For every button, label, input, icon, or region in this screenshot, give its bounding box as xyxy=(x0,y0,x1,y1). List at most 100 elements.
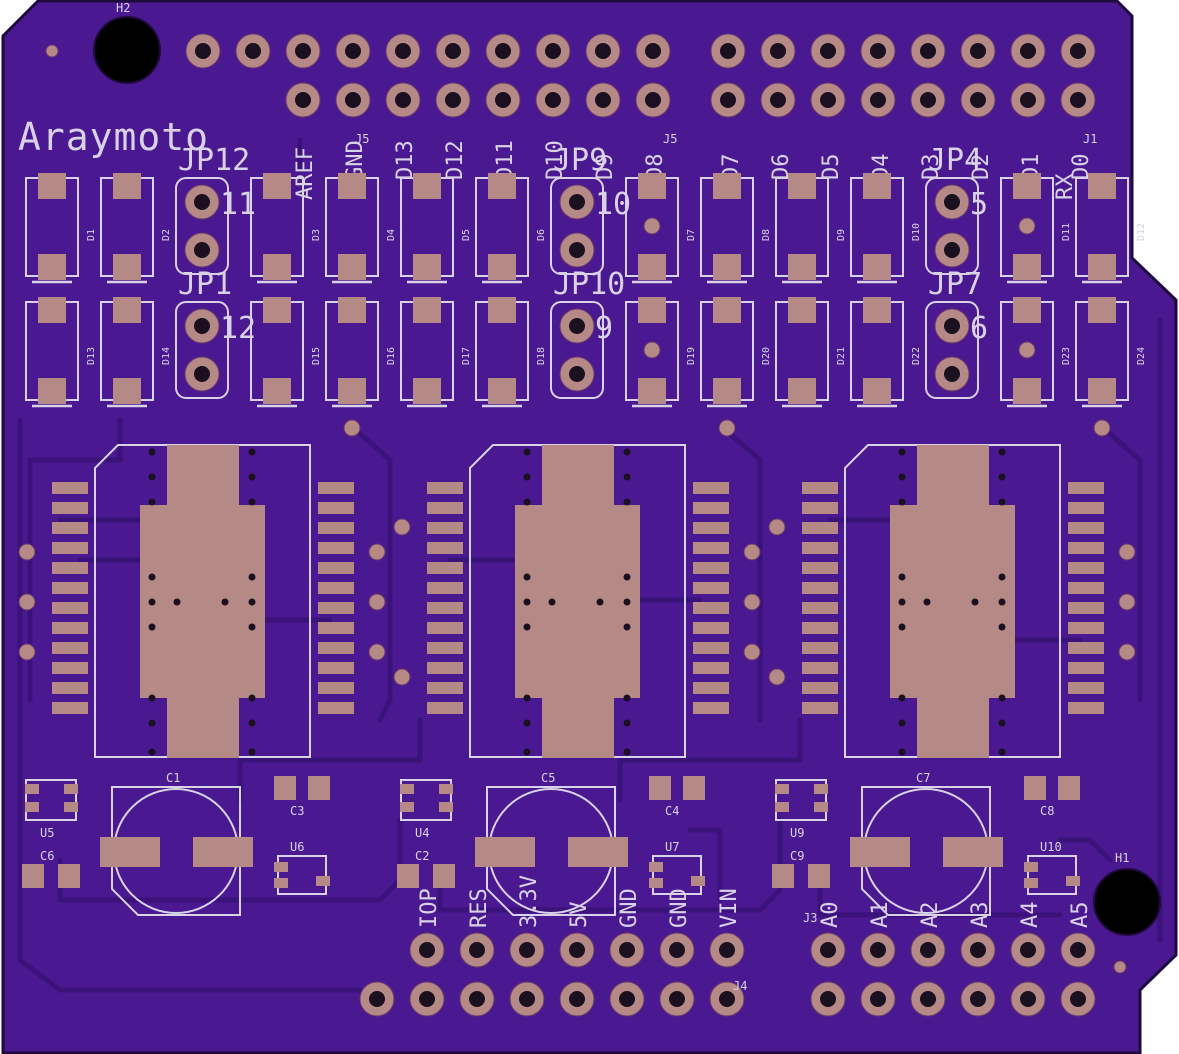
header-analog-label: A5 xyxy=(1068,902,1093,929)
header-pin xyxy=(485,33,521,69)
header-top-label: D10 xyxy=(543,140,568,180)
jumper-footprint: JP10 9 xyxy=(550,267,625,399)
svg-text:D12: D12 xyxy=(1136,223,1147,241)
svg-text:D1: D1 xyxy=(86,229,97,241)
svg-text:JP10: JP10 xyxy=(553,267,625,302)
header-pin xyxy=(509,932,545,968)
diode-footprint: D22 xyxy=(850,297,922,408)
jumper-pin xyxy=(559,232,595,268)
header-pin xyxy=(609,981,645,1017)
header-pin xyxy=(535,82,571,118)
via xyxy=(1018,341,1036,359)
diode-footprint: D10 xyxy=(850,173,922,284)
header-pin xyxy=(960,33,996,69)
header-pin xyxy=(285,33,321,69)
svg-text:9: 9 xyxy=(595,311,613,346)
rx-label: RX xyxy=(1053,173,1078,200)
svg-text:5: 5 xyxy=(970,187,988,222)
via xyxy=(368,543,386,561)
connector-ref-label: J5 xyxy=(663,132,677,146)
svg-text:11: 11 xyxy=(220,187,256,222)
header-pin xyxy=(435,33,471,69)
via xyxy=(743,643,761,661)
header-top-label: D3 xyxy=(919,154,944,181)
diode-footprint: D16 xyxy=(325,297,397,408)
header-pin xyxy=(235,33,271,69)
svg-text:D2: D2 xyxy=(161,229,172,241)
jumper-footprint: JP12 11 xyxy=(175,143,256,275)
header-pin xyxy=(535,33,571,69)
via xyxy=(368,593,386,611)
diode-footprint: D19 xyxy=(625,297,697,408)
svg-text:D13: D13 xyxy=(86,347,97,365)
header-pin xyxy=(860,33,896,69)
header-pin xyxy=(960,981,996,1017)
header-pin xyxy=(559,932,595,968)
svg-text:U10: U10 xyxy=(1040,840,1062,854)
svg-text:D18: D18 xyxy=(536,347,547,365)
svg-text:10: 10 xyxy=(595,187,631,222)
svg-text:JP12: JP12 xyxy=(178,143,250,178)
header-pin xyxy=(585,82,621,118)
jumper-pin xyxy=(559,184,595,220)
svg-text:D11: D11 xyxy=(1061,223,1072,241)
svg-text:D24: D24 xyxy=(1136,347,1147,365)
svg-text:D7: D7 xyxy=(686,229,697,241)
mounting-hole-h1: H1 xyxy=(1093,851,1161,936)
svg-text:U4: U4 xyxy=(415,826,429,840)
via xyxy=(768,518,786,536)
header-pin xyxy=(709,981,745,1017)
svg-text:D21: D21 xyxy=(836,347,847,365)
header-pin xyxy=(860,981,896,1017)
jumper-pin xyxy=(934,308,970,344)
svg-text:C1: C1 xyxy=(166,771,180,785)
svg-text:JP7: JP7 xyxy=(928,267,982,302)
diode-footprint: D11 xyxy=(1000,173,1072,284)
svg-text:D10: D10 xyxy=(911,223,922,241)
via xyxy=(393,518,411,536)
header-pin xyxy=(359,981,395,1017)
header-pin xyxy=(910,33,946,69)
svg-text:D8: D8 xyxy=(761,229,772,241)
svg-text:C3: C3 xyxy=(290,804,304,818)
header-pin xyxy=(1060,981,1096,1017)
header-pin xyxy=(559,981,595,1017)
header-pin xyxy=(760,33,796,69)
via xyxy=(1093,419,1111,437)
via xyxy=(18,543,36,561)
svg-text:C4: C4 xyxy=(665,804,679,818)
svg-text:D17: D17 xyxy=(461,347,472,365)
svg-text:D6: D6 xyxy=(536,229,547,241)
header-pin xyxy=(635,82,671,118)
header-pin xyxy=(335,82,371,118)
via xyxy=(743,543,761,561)
diode-footprint: D7 xyxy=(625,173,697,284)
svg-text:U5: U5 xyxy=(40,826,54,840)
via xyxy=(718,419,736,437)
svg-text:C5: C5 xyxy=(541,771,555,785)
header-pin xyxy=(485,82,521,118)
header-pin xyxy=(860,82,896,118)
svg-text:U9: U9 xyxy=(790,826,804,840)
svg-text:D23: D23 xyxy=(1061,347,1072,365)
svg-text:JP4: JP4 xyxy=(928,143,982,178)
header-pin xyxy=(185,33,221,69)
via xyxy=(1118,543,1136,561)
via xyxy=(1118,643,1136,661)
diode-footprint: D20 xyxy=(700,297,772,408)
jumper-pin xyxy=(559,308,595,344)
svg-text:JP1: JP1 xyxy=(178,267,232,302)
via xyxy=(768,668,786,686)
diode-footprint: D21 xyxy=(775,297,847,408)
svg-text:D4: D4 xyxy=(386,229,397,241)
connector-ref-label: J5 xyxy=(355,132,369,146)
header-pin xyxy=(335,33,371,69)
header-pin xyxy=(860,932,896,968)
via xyxy=(343,419,361,437)
connector-ref-label: J3 xyxy=(803,911,817,925)
header-pin xyxy=(960,932,996,968)
header-pin xyxy=(1010,932,1046,968)
svg-text:D22: D22 xyxy=(911,347,922,365)
header-pin xyxy=(709,932,745,968)
